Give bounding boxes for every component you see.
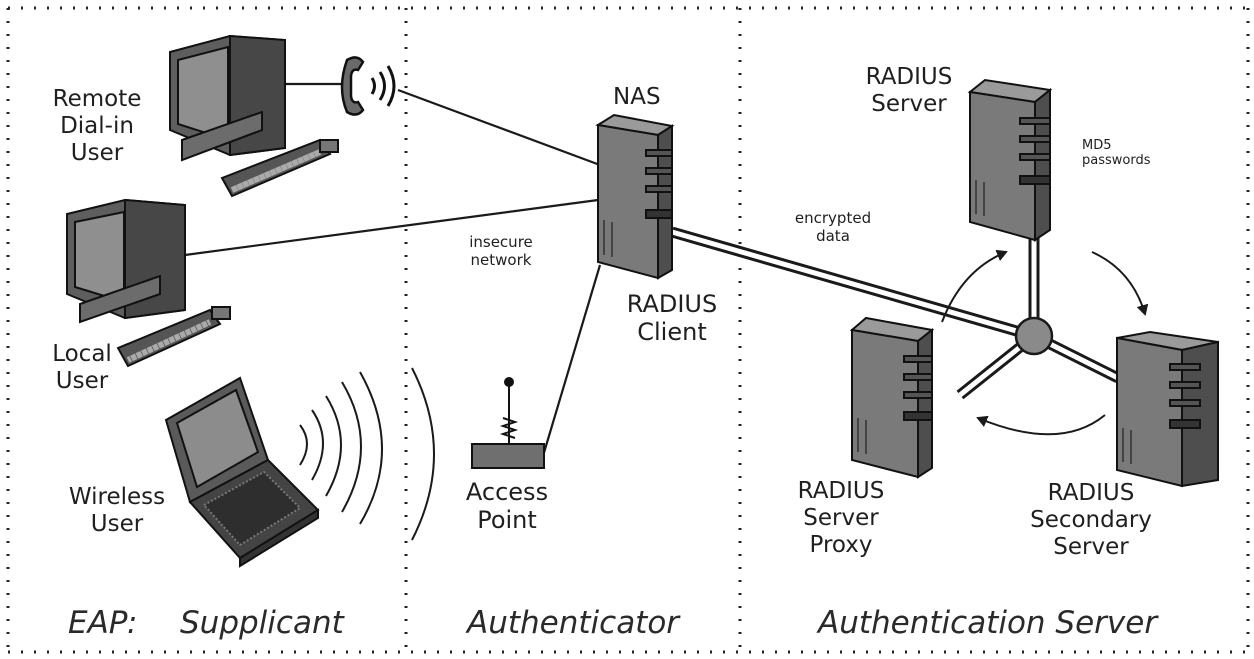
radius-proxy-line-2: Server: [803, 505, 879, 532]
remote-user-line-1: Remote: [52, 86, 142, 112]
radius-secondary-label: RADIUS Secondary Server: [1006, 480, 1176, 561]
md5-line-2: passwords: [1082, 153, 1151, 169]
remote-user-label: Remote Dial-in User: [42, 86, 152, 167]
insecure-network-line-2: network: [470, 250, 532, 269]
radius-server-label: RADIUS Server: [848, 64, 970, 118]
replication-arrows: [941, 249, 1149, 436]
zone-authenticator-label: Authenticator: [467, 605, 680, 641]
remote-computer-icon: [169, 34, 339, 198]
zone-supplicant-label: Supplicant: [180, 605, 344, 641]
local-computer-icon: [66, 198, 231, 368]
nas-label: NAS: [613, 84, 661, 110]
radius-server-icon: [967, 78, 1053, 242]
phone-icon: [340, 56, 365, 116]
radius-client-line-2: Client: [637, 318, 707, 347]
radius-proxy-line-1: RADIUS: [797, 478, 885, 504]
radius-server-line-1: RADIUS: [865, 64, 953, 90]
laptop-icon: [164, 376, 320, 568]
radius-proxy-line-3: Proxy: [809, 532, 873, 559]
encrypted-link: [670, 226, 1036, 342]
radius-client-label: RADIUS Client: [612, 290, 732, 347]
remote-user-line-2: Dial-in: [60, 113, 134, 140]
access-point-line-1: Access: [465, 478, 549, 506]
wireless-waves: [299, 367, 435, 541]
radius-secondary-line-3: Server: [1053, 534, 1129, 561]
zone-authentication-server-label: Authentication Server: [818, 605, 1158, 641]
radius-proxy-label: RADIUS Server Proxy: [772, 478, 910, 559]
nas-server-icon: [595, 113, 675, 280]
radius-secondary-line-2: Secondary: [1030, 507, 1152, 534]
access-point-icon: [471, 377, 545, 469]
radius-secondary-icon: [1116, 330, 1219, 488]
encrypted-data-label: encrypted data: [790, 209, 876, 245]
zone-eap-label: EAP:: [68, 605, 138, 641]
wireless-user-label: Wireless User: [58, 484, 176, 538]
encrypted-data-line-2: data: [816, 226, 850, 245]
radius-secondary-line-1: RADIUS: [1047, 480, 1135, 506]
access-point-label: Access Point: [448, 478, 566, 535]
local-user-label: Local User: [42, 341, 122, 395]
remote-user-line-3: User: [70, 140, 124, 167]
access-point-line-2: Point: [477, 506, 537, 535]
radius-proxy-icon: [849, 316, 935, 479]
local-user-line-2: User: [55, 368, 109, 395]
encrypted-data-line-1: encrypted: [794, 209, 872, 227]
radius-client-line-1: RADIUS: [626, 290, 718, 318]
radius-server-line-2: Server: [871, 91, 947, 118]
local-user-line-1: Local: [52, 341, 112, 367]
insecure-network-label: insecure network: [460, 233, 542, 269]
wireless-user-line-1: Wireless: [68, 484, 166, 510]
phone-signal-icon: [370, 65, 396, 107]
insecure-network-line-1: insecure: [469, 233, 533, 251]
hub-node: [1014, 316, 1054, 356]
wireless-user-line-2: User: [90, 511, 144, 538]
network-links: [184, 82, 602, 457]
md5-passwords-label: MD5 passwords: [1082, 138, 1151, 169]
md5-line-1: MD5: [1082, 138, 1112, 153]
